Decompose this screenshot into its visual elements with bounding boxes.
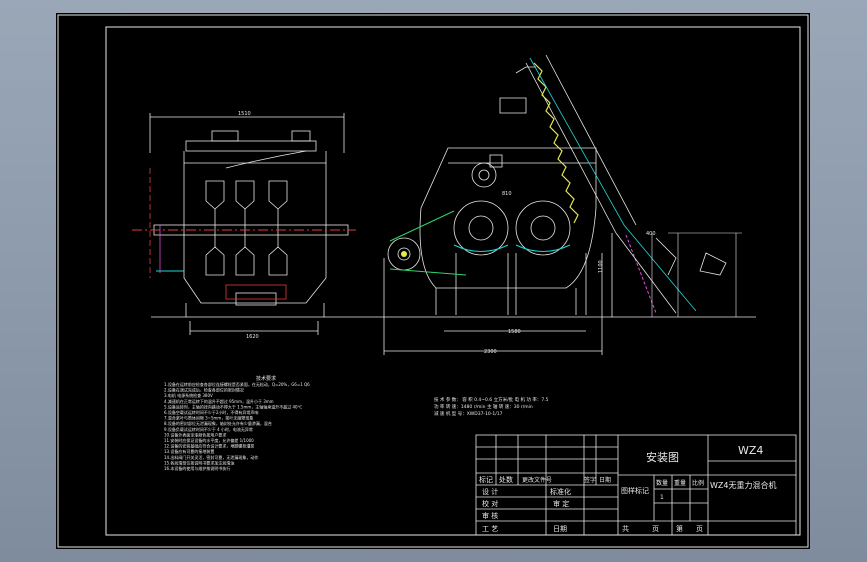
note-line: 16.本设备的使用与维护按说明书执行 bbox=[164, 465, 230, 471]
tb-date: 日期 bbox=[599, 476, 611, 484]
spec-line: 技 术 参 数： 容 积 0.4~0.6 立方米/批 电 机 功 率：7.5 bbox=[434, 396, 549, 403]
notes-title: 技术要求 bbox=[256, 375, 276, 382]
note-line: 15.各润滑部位按说明书要求加注润滑油 bbox=[164, 459, 234, 465]
dim-side-overall: 2300 bbox=[484, 349, 497, 355]
dim-conveyor: 400 bbox=[646, 231, 656, 237]
outer-frame bbox=[57, 14, 809, 548]
note-line: 6.设备空载试运转时间不少于2小时，不得有异常声响 bbox=[164, 409, 258, 415]
tb-scale: 比例 bbox=[692, 479, 704, 487]
tb-stage-mark: 图样标记 bbox=[621, 486, 649, 495]
dim-front-top: 1510 bbox=[238, 111, 251, 117]
tb-page-of: 第 bbox=[676, 524, 683, 533]
tb-qty-value: 1 bbox=[660, 494, 664, 501]
tb-drawing-type: 安装图 bbox=[646, 450, 679, 464]
tb-process: 工 艺 bbox=[482, 525, 498, 533]
front-view-shaft bbox=[132, 168, 356, 300]
tb-machine-name: WZ4无重力混合机 bbox=[710, 480, 776, 490]
tb-signature: 签字 bbox=[584, 476, 596, 484]
side-view-accents bbox=[389, 210, 571, 276]
screw-conveyor bbox=[525, 54, 742, 317]
tb-total: 共 bbox=[622, 524, 629, 533]
note-line: 11.安装时应保证设备的水平度，允许偏差 1/1000 bbox=[164, 437, 254, 443]
tb-review: 审 核 bbox=[482, 511, 498, 520]
tb-mark: 标记 bbox=[479, 475, 493, 484]
tb-date2: 日期 bbox=[553, 525, 567, 533]
note-line: 5.设备运转时，主轴的径向跳动不得大于 1.5mm，主轴轴承温升不超过 40℃ bbox=[164, 403, 303, 409]
side-view bbox=[356, 66, 756, 355]
tb-page: 页 bbox=[696, 525, 703, 533]
note-line: 2.设备在调试完成后，检查各部位的密封情况 bbox=[164, 387, 244, 393]
note-line: 13.设备应有可靠的接地装置 bbox=[164, 448, 214, 454]
dim-side-height: 1100 bbox=[598, 260, 604, 273]
dim-front-bottom: 1620 bbox=[246, 334, 259, 340]
drawing-sheet: 1510 1620 bbox=[56, 13, 810, 549]
tb-quantity: 数量 bbox=[656, 479, 668, 487]
front-view bbox=[149, 113, 356, 335]
tb-change-doc: 更改文件号 bbox=[522, 476, 552, 484]
note-line: 3.电机 电源系统检查 380V bbox=[164, 392, 213, 398]
note-line: 7.混合桨叶与筒体间隙 3~5mm，桨叶无碰壁现象 bbox=[164, 415, 253, 421]
note-line: 1.设备在运转前应检查各部位连接螺栓是否紧固，在无松动，Q=20%，G6=1 Q… bbox=[164, 381, 310, 387]
tb-check: 校 对 bbox=[482, 499, 498, 508]
note-line: 4.减速机在正常运转下的温升不超过 95mm，温升小于 3mm bbox=[164, 398, 274, 404]
spec-line: 减 速 机 型 号：XWD37-10-1/17 bbox=[434, 410, 503, 417]
spec-line: 功 率 转 速：1480 r/min 主 轴 转 速：30 r/min bbox=[434, 403, 533, 410]
tb-sheet: 页 bbox=[652, 525, 659, 533]
title-block bbox=[475, 434, 797, 536]
tb-model: WZ4 bbox=[738, 444, 763, 457]
inner-frame bbox=[105, 26, 801, 536]
tb-count: 处数 bbox=[499, 475, 513, 484]
tb-approve: 审 定 bbox=[553, 499, 569, 508]
tb-weight: 重量 bbox=[674, 479, 686, 487]
note-line: 12.设备的安装基础应符合设计要求，地脚螺栓灌浆 bbox=[164, 443, 254, 449]
note-line: 14.出料阀门开关灵活，密封可靠，无泄漏现象，动作 bbox=[164, 454, 258, 460]
cad-drawing: 1510 1620 bbox=[57, 14, 809, 548]
tb-standardize: 标准化 bbox=[550, 487, 571, 496]
note-line: 9.设备负载试运转时间不少于 4 小时，电流无异常 bbox=[164, 426, 253, 432]
spec-notes: 技 术 参 数： 容 积 0.4~0.6 立方米/批 电 机 功 率：7.5功 … bbox=[434, 396, 549, 417]
tb-design: 设 计 bbox=[482, 487, 498, 496]
dim-inner-small: 810 bbox=[502, 191, 512, 197]
technical-notes: 技术要求 1.设备在运转前应检查各部位连接螺栓是否紧固，在无松动，Q=20%，G… bbox=[164, 375, 310, 471]
dim-side-bottom: 1580 bbox=[508, 329, 521, 335]
note-line: 10.设备外表面涂漆颜色按用户要求 bbox=[164, 431, 226, 437]
note-line: 8.设备的密封部位无泄漏现象，轴封处允许有少量渗漏，混合 bbox=[164, 420, 272, 426]
